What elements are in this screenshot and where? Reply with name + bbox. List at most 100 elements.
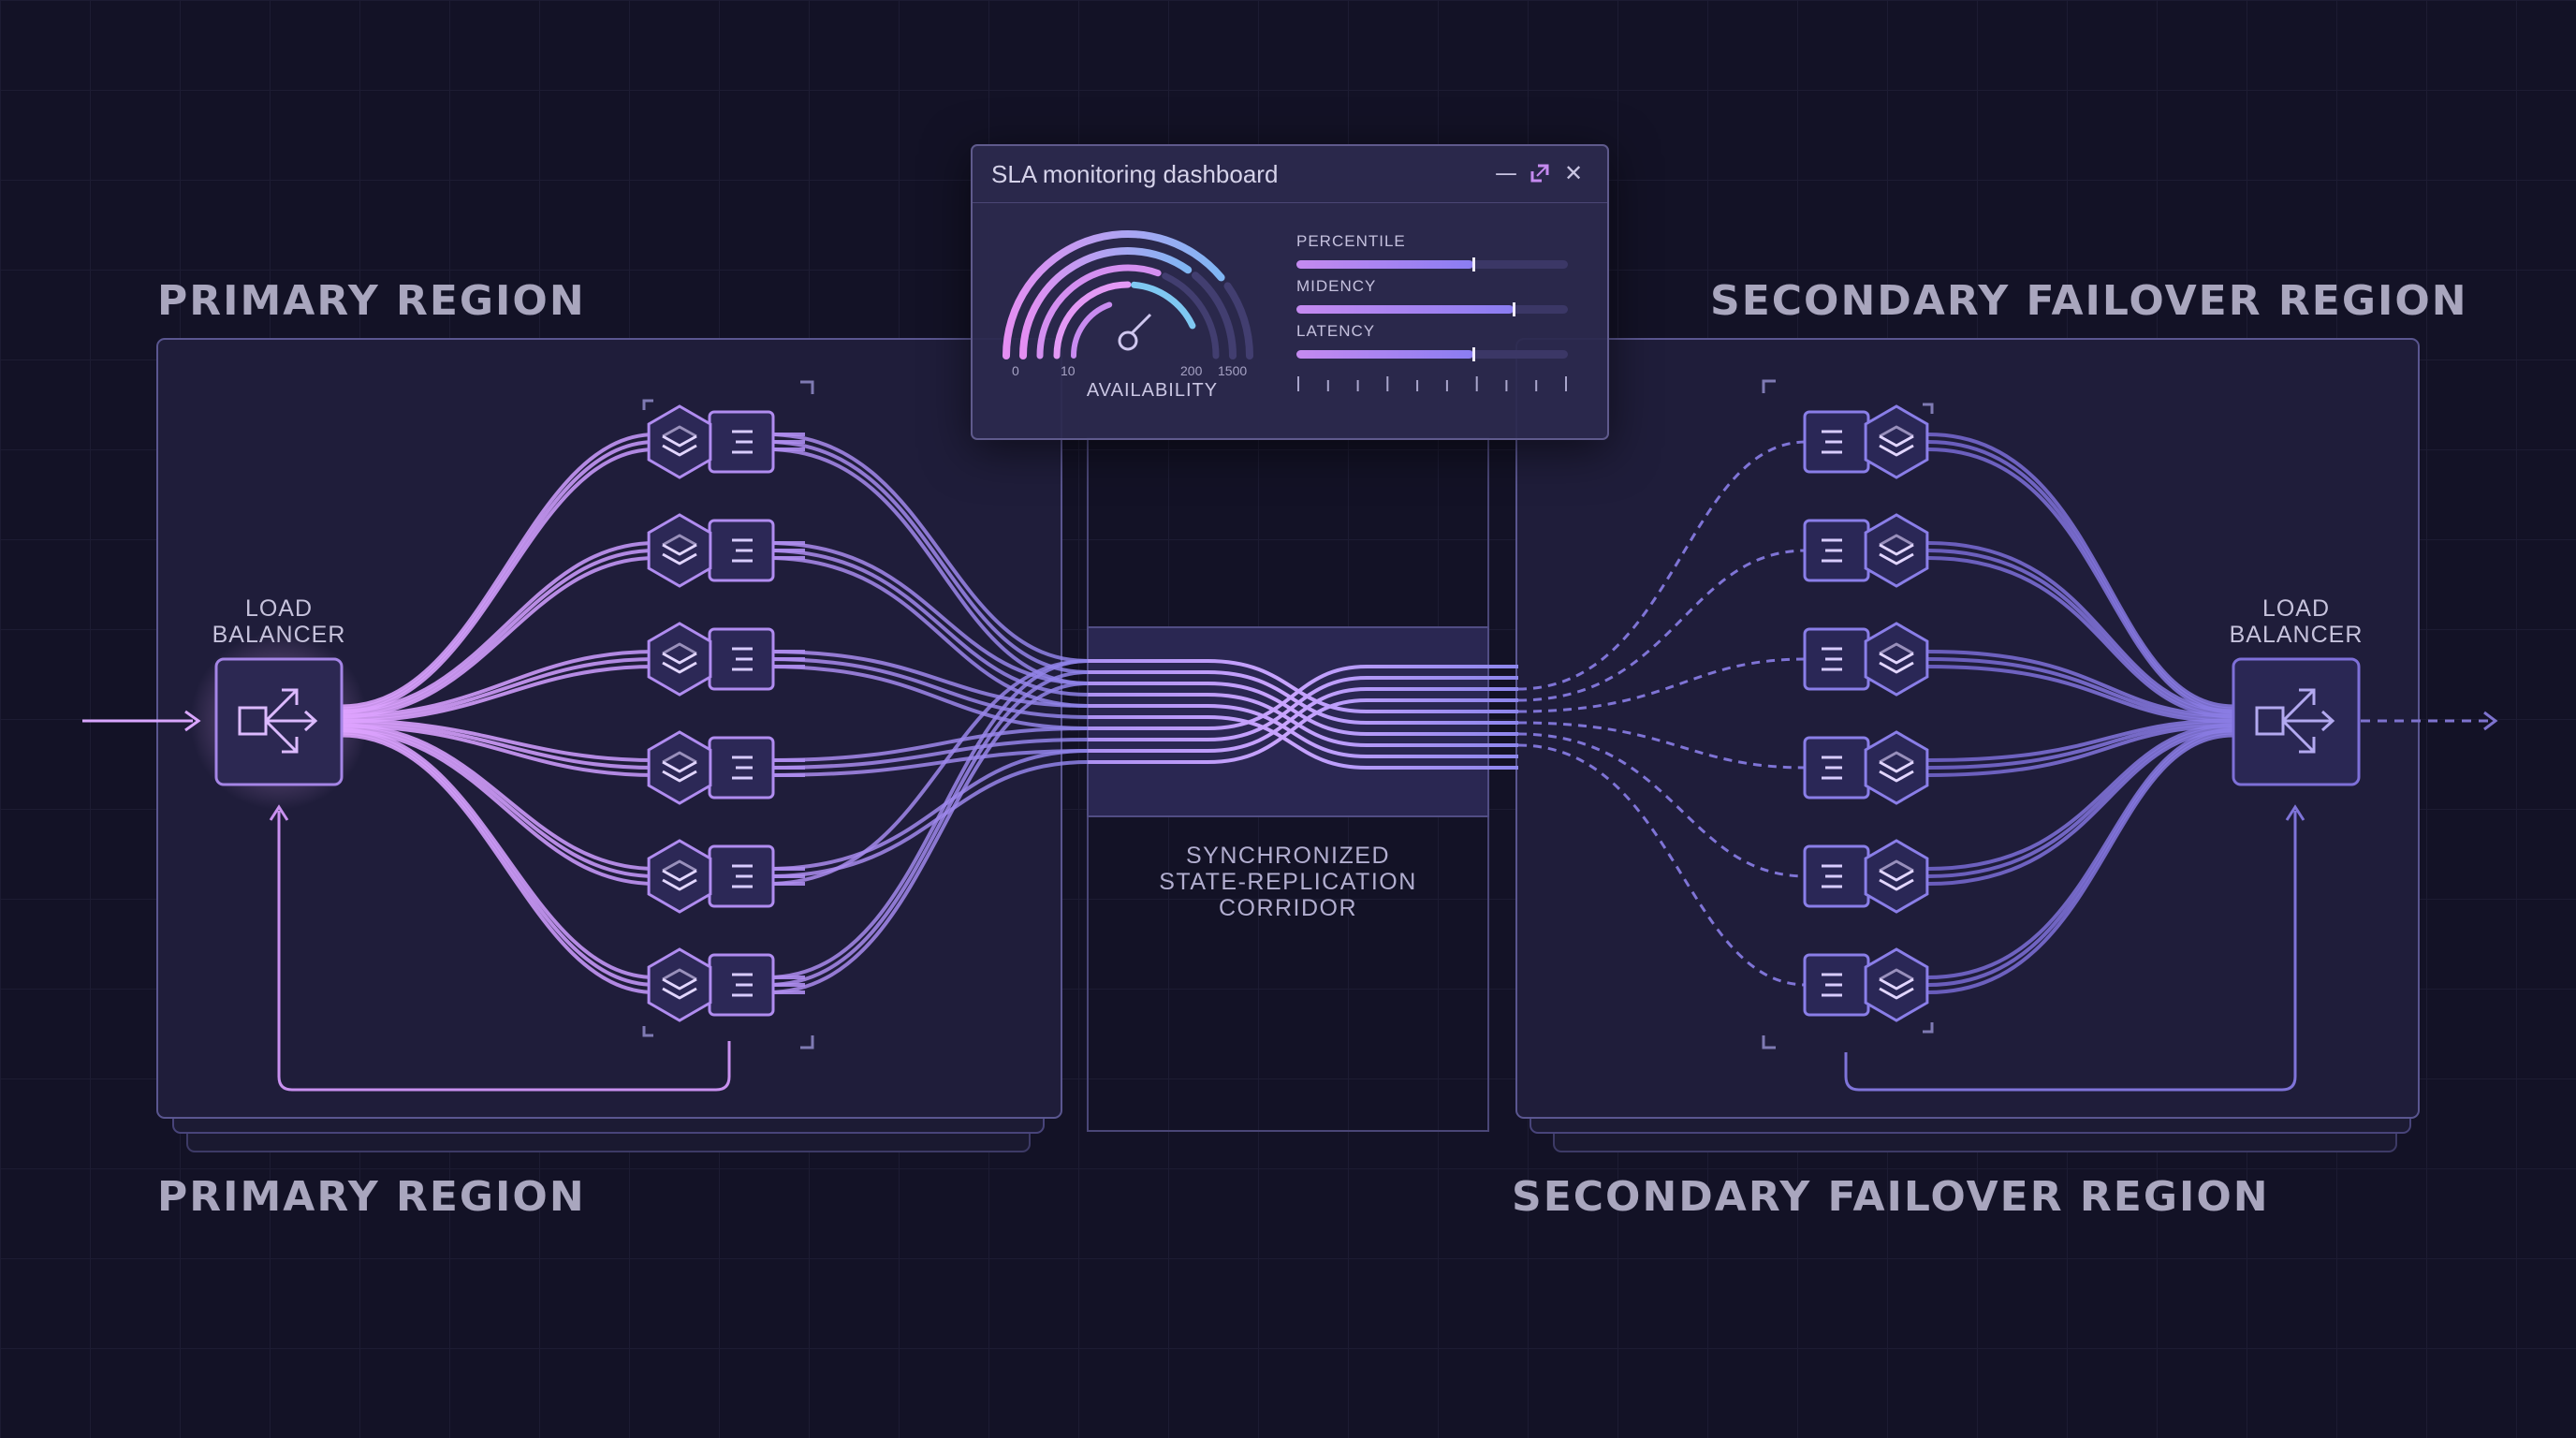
corridor-label: SYNCHRONIZED STATE-REPLICATION CORRIDOR — [1101, 843, 1475, 921]
primary-server-column — [647, 404, 775, 1022]
secondary-link — [1927, 726, 2234, 878]
secondary-load-balancer-label: LOAD BALANCER — [2203, 595, 2390, 648]
corridor-link-bundle — [1088, 659, 1518, 770]
gauge-needle — [1118, 313, 1152, 351]
list-icon — [732, 756, 753, 780]
close-button[interactable]: ✕ — [1563, 160, 1584, 186]
minimize-button[interactable]: — — [1495, 160, 1517, 186]
primary-link — [341, 727, 805, 979]
secondary-link — [1927, 541, 2234, 713]
standby-link — [1517, 440, 1808, 691]
corridor-link — [1088, 698, 1518, 764]
primary-corridor-link — [767, 749, 1089, 871]
gauge-tick-label: 0 — [1012, 363, 1019, 378]
label-line: BALANCER — [2229, 622, 2364, 648]
primary-link — [341, 733, 805, 994]
server-node[interactable] — [647, 622, 775, 697]
corridor-label-line: STATE-REPLICATION — [1159, 869, 1417, 895]
label-line: LOAD — [2261, 595, 2331, 622]
primary-region-title-top: PRIMARY REGION — [157, 277, 586, 325]
metric-label: PERCENTILE — [1296, 232, 1406, 250]
secondary-link — [1927, 730, 2234, 987]
primary-link — [341, 433, 805, 709]
primary-corridor-link — [767, 659, 1089, 886]
layers-icon — [1879, 859, 1914, 891]
metric-bar — [1296, 302, 1568, 316]
server-node[interactable] — [1803, 839, 1929, 914]
layers-icon — [1879, 751, 1914, 783]
primary-link — [341, 549, 805, 716]
server-node[interactable] — [647, 404, 775, 479]
primary-corridor-link — [767, 448, 1089, 685]
server-node[interactable] — [647, 839, 775, 914]
secondary-link — [1927, 650, 2234, 718]
metric-fill — [1296, 305, 1514, 314]
server-node[interactable] — [647, 513, 775, 588]
list-icon — [1822, 538, 1842, 563]
gauge-arc — [1071, 301, 1113, 359]
secondary-link — [1927, 440, 2234, 712]
server-node[interactable] — [1803, 513, 1929, 588]
secondary-link — [1927, 448, 2234, 714]
corridor-link — [1088, 715, 1518, 770]
primary-link — [341, 657, 805, 721]
primary-load-balancer[interactable] — [190, 632, 368, 810]
metric-marker — [1471, 347, 1475, 361]
primary-link — [341, 440, 805, 712]
secondary-link — [1927, 556, 2234, 719]
label-line: LOAD — [244, 595, 314, 622]
gauge-arc — [1131, 281, 1196, 330]
secondary-link — [1927, 549, 2234, 716]
list-icon — [732, 647, 753, 671]
label-line: BALANCER — [212, 622, 346, 648]
primary-link — [341, 721, 805, 770]
secondary-link — [1927, 718, 2234, 762]
server-node[interactable] — [1803, 622, 1929, 697]
metric-bar — [1296, 257, 1568, 271]
maximize-button[interactable] — [1525, 158, 1555, 188]
primary-link — [341, 730, 805, 987]
metric-bar — [1296, 347, 1568, 361]
metric-marker — [1513, 302, 1515, 316]
layers-icon — [662, 859, 697, 891]
list-icon — [732, 864, 753, 888]
metric-label: MIDENCY — [1296, 277, 1377, 295]
gauge-arc — [1053, 281, 1132, 360]
primary-corridor-link — [767, 433, 1089, 663]
gauge-arc — [1003, 229, 1225, 360]
list-icon — [1822, 756, 1842, 780]
dashboard-titlebar[interactable]: SLA monitoring dashboard — ✕ — [973, 146, 1607, 203]
primary-corridor-link — [767, 726, 1089, 762]
share-arrows-icon — [238, 688, 318, 754]
server-node[interactable] — [1803, 730, 1929, 805]
secondary-region-panel — [1515, 338, 2420, 1152]
primary-link — [341, 718, 805, 762]
metric-label: LATENCY — [1296, 322, 1376, 340]
layers-icon — [1879, 642, 1914, 674]
gauge-tick-label: 1500 — [1218, 363, 1248, 378]
secondary-load-balancer[interactable] — [2232, 657, 2361, 786]
server-node[interactable] — [1803, 404, 1929, 479]
server-node[interactable] — [647, 730, 775, 805]
secondary-link-bundle — [1927, 433, 2234, 994]
corridor-link — [1088, 659, 1518, 713]
sla-dashboard-window[interactable]: SLA monitoring dashboard — ✕ 0 10 200 15… — [971, 144, 1609, 440]
primary-corridor-link — [767, 657, 1089, 719]
secondary-link — [1927, 721, 2234, 770]
layers-icon — [662, 642, 697, 674]
list-icon — [732, 538, 753, 563]
primary-link — [341, 556, 805, 719]
standby-link — [1517, 549, 1808, 702]
gauge-caption: AVAILABILITY — [1086, 380, 1219, 401]
secondary-region-title-top: SECONDARY FAILOVER REGION — [1710, 277, 2468, 325]
corridor-link — [1088, 687, 1518, 753]
server-node[interactable] — [647, 947, 775, 1022]
standby-link — [1517, 732, 1808, 878]
primary-corridor-link — [767, 682, 1089, 994]
gauge-tick-label: 200 — [1180, 363, 1203, 378]
secondary-feedback-loop — [1844, 804, 2305, 1092]
list-icon — [1822, 973, 1842, 997]
layers-icon — [662, 534, 697, 565]
secondary-link — [1927, 433, 2234, 709]
server-node[interactable] — [1803, 947, 1929, 1022]
